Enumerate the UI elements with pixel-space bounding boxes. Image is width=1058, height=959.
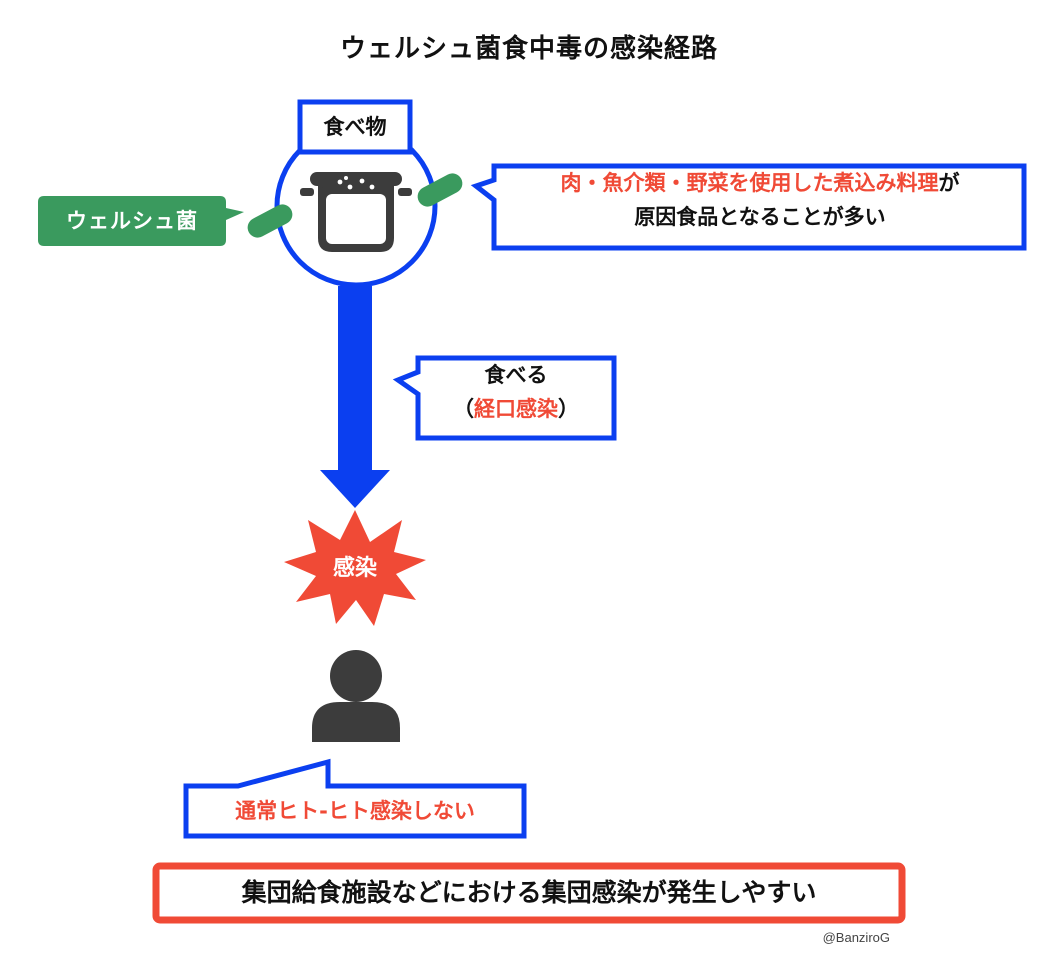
source-note-callout [470,163,1027,251]
conclusion-box [152,862,906,924]
source-note-line2: 原因食品となることが多い [634,205,886,229]
bacteria-icon [247,204,293,238]
eat-note-line2: （経口感染） [418,392,614,426]
human-to-human-note: 通常ヒト-ヒト感染しない [235,799,475,823]
source-note: 肉・魚介類・野菜を使用した煮込み料理が 原因食品となることが多い [494,166,1026,234]
credit: @BanziroG [822,930,890,945]
eat-note: 食べる （経口感染） [418,358,614,426]
down-arrow-icon [320,286,390,508]
infection-label: 感染 [332,556,377,581]
conclusion-text: 集団給食施設などにおける集団感染が発生しやすい [241,878,817,907]
person-icon [312,650,400,742]
source-note-highlight: 肉・魚介類・野菜を使用した煮込み料理 [560,171,939,195]
burst-icon [284,510,426,626]
source-note-suffix: が [938,171,960,195]
h2h-note-callout [183,758,527,839]
eat-note-line1: 食べる [484,363,548,387]
cooking-pot-icon [300,172,412,252]
food-label: 食べ物 [323,115,387,139]
page-title: ウェルシュ菌食中毒の感染経路 [339,34,718,64]
bacteria-callout [38,196,244,246]
eat-note-callout [392,355,617,441]
eat-note-open-paren: （ [453,397,474,421]
eat-note-close-paren: ） [558,397,579,421]
bacteria-icon [417,173,463,207]
food-label-box [297,99,413,155]
bacteria-label: ウェルシュ菌 [66,209,198,233]
eat-note-highlight: 経口感染 [474,397,558,421]
source-note-line1: 肉・魚介類・野菜を使用した煮込み料理が [494,166,1026,200]
